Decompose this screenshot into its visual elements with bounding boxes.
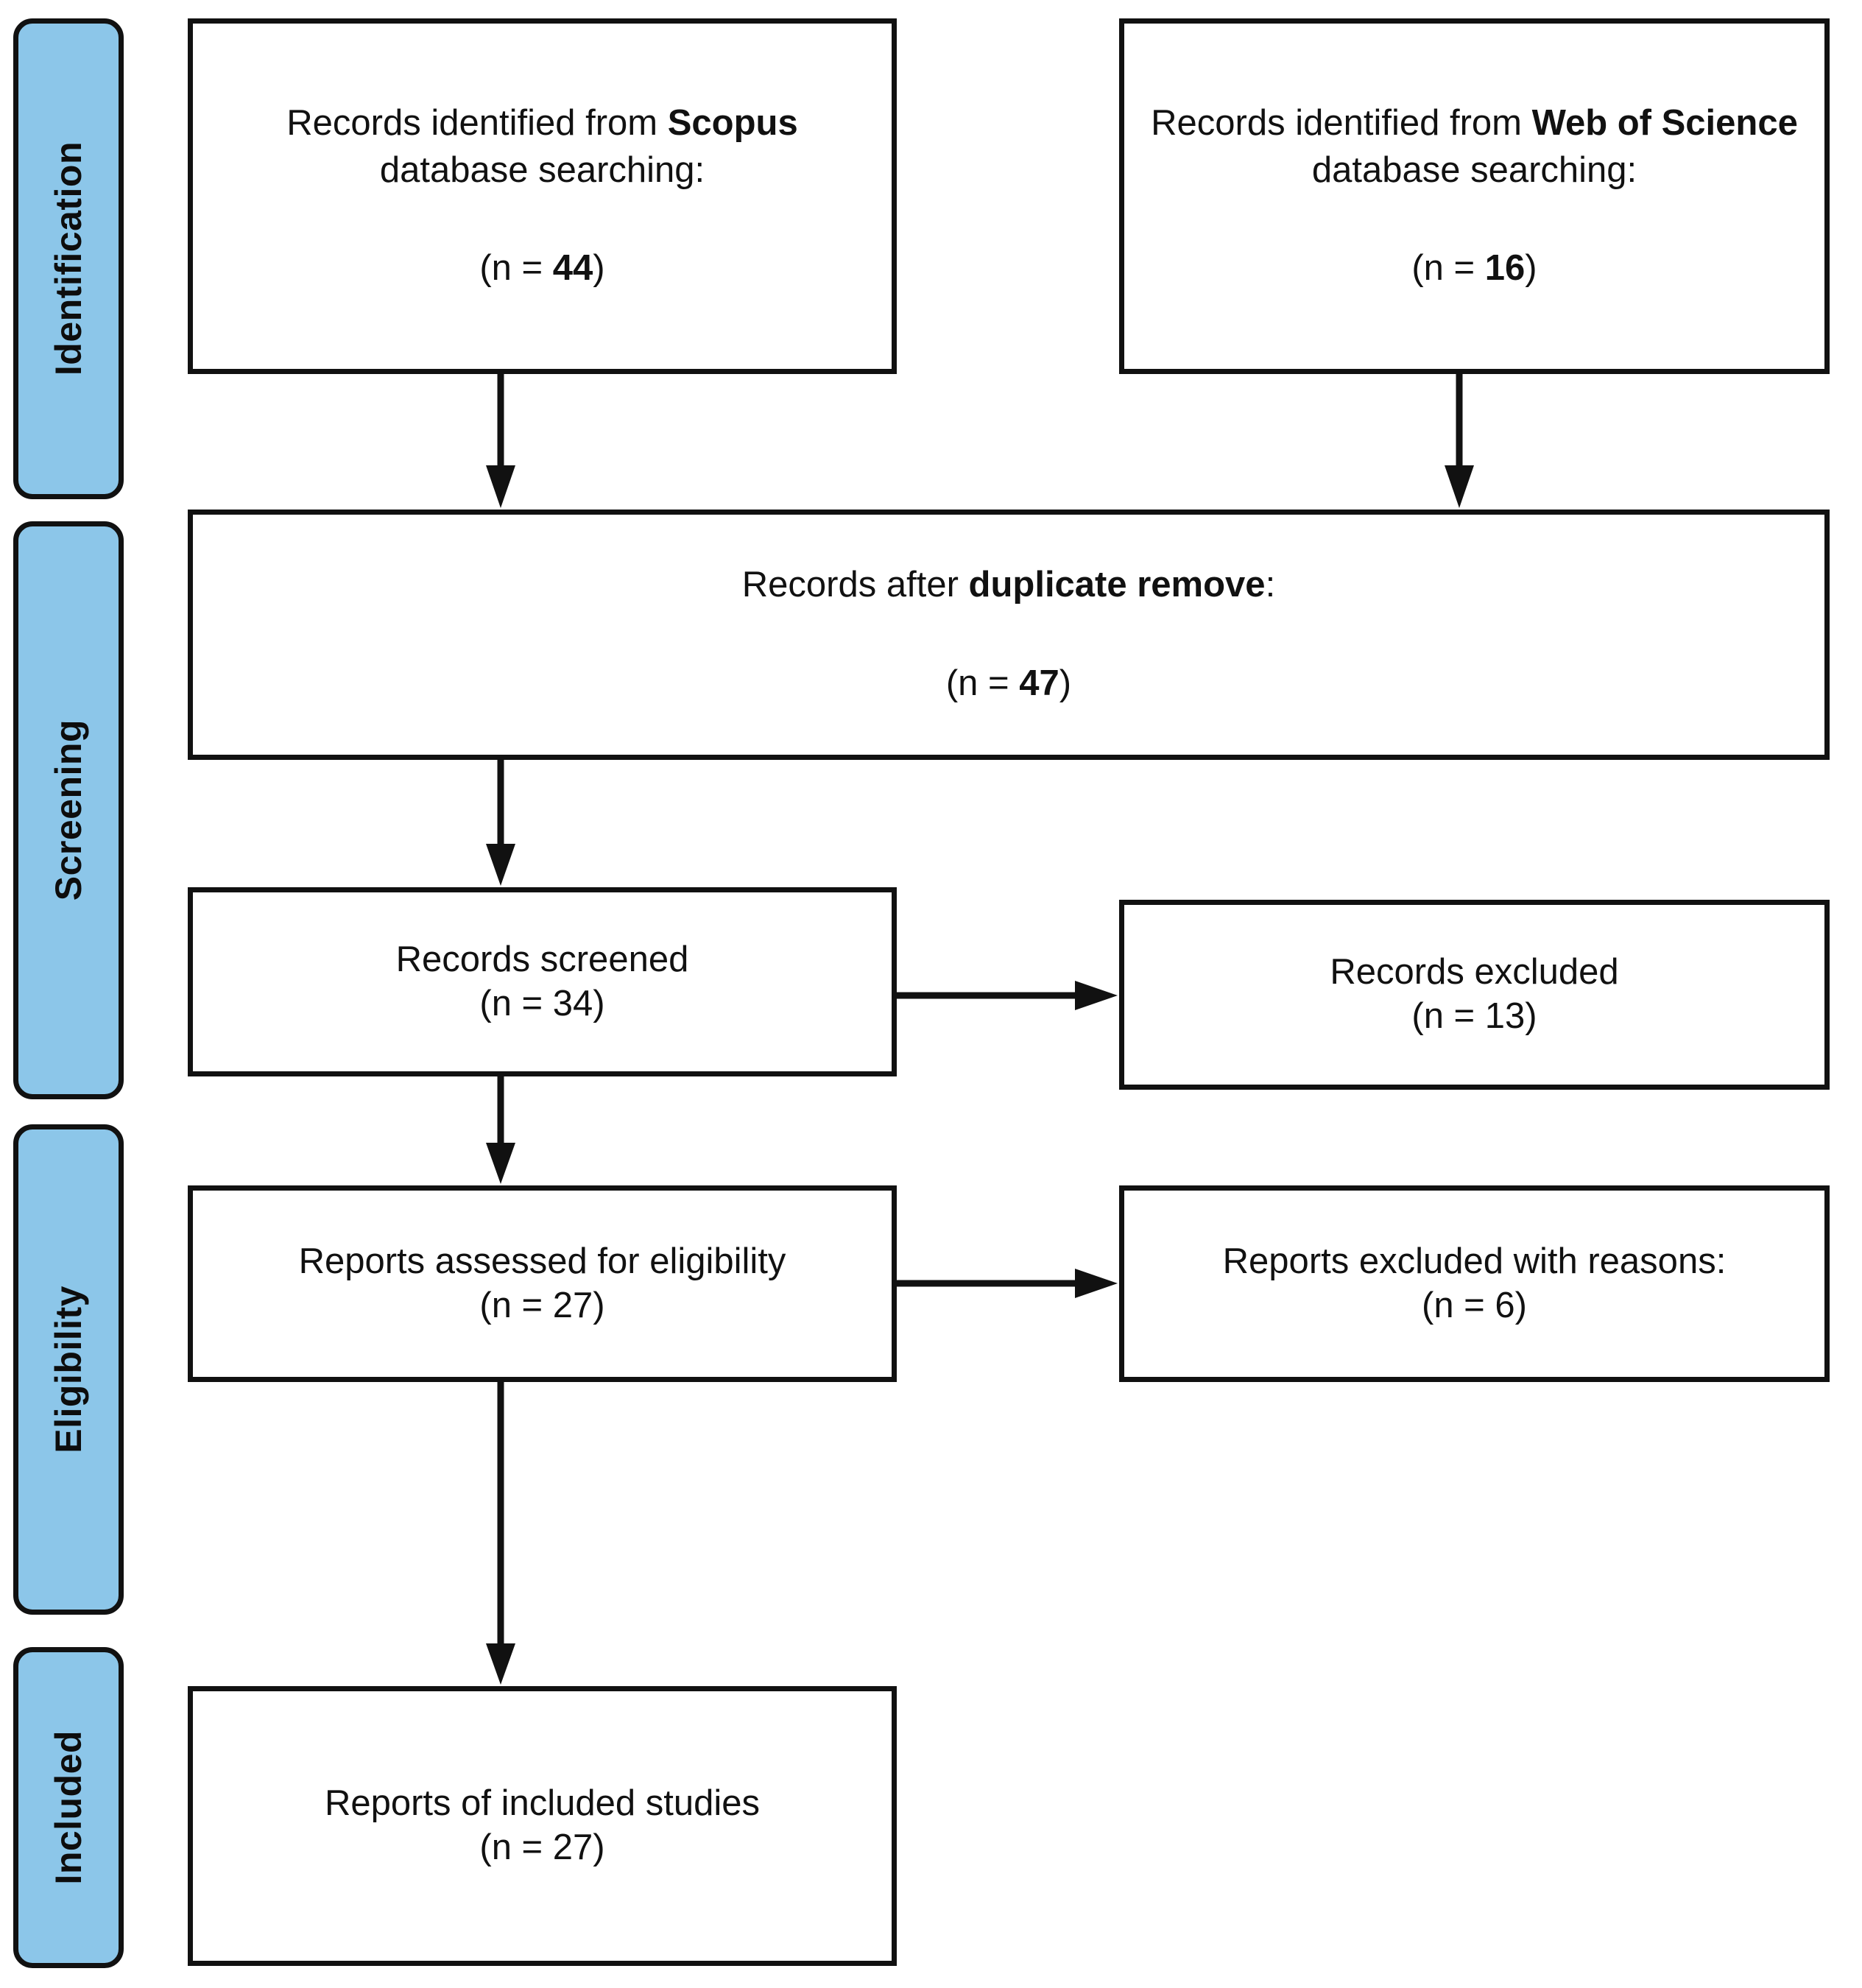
box-records-excluded: Records excluded (n = 13): [1119, 900, 1830, 1090]
stage-label-screening: Screening: [48, 719, 89, 901]
wos-count-value: 16: [1484, 248, 1526, 289]
box-reports-assessed-eligibility: Reports assessed for eligibility (n = 27…: [188, 1185, 897, 1382]
arrow-eligibility-to-included: [486, 1382, 515, 1686]
arrow-scopus-to-duplicates: [486, 374, 515, 510]
wos-count: (n = 16): [1411, 245, 1537, 292]
duplicates-count: (n = 47): [946, 660, 1071, 708]
scopus-source-name: Scopus: [667, 102, 798, 143]
reports-excluded-label: Reports excluded with reasons:: [1222, 1241, 1727, 1281]
duplicates-count-suffix: ): [1059, 663, 1072, 703]
records-excluded-count: (n = 13): [1411, 996, 1537, 1036]
box-reports-excluded: Reports excluded with reasons: (n = 6): [1119, 1185, 1830, 1382]
arrow-screened-to-eligibility: [486, 1076, 515, 1185]
stage-bar-identification: Identification: [13, 18, 124, 499]
stage-label-eligibility: Eligibility: [48, 1286, 89, 1453]
wos-source-name: Web of Science: [1531, 102, 1798, 143]
stage-bar-included: Included: [13, 1647, 124, 1968]
box-wos-records: Records identified from Web of Science d…: [1119, 18, 1830, 374]
wos-count-prefix: (n =: [1411, 248, 1485, 289]
arrow-eligibility-to-reports-excluded: [897, 1269, 1119, 1298]
duplicates-count-value: 47: [1019, 663, 1059, 703]
scopus-text-after: database searching:: [379, 149, 705, 190]
reports-excluded-count: (n = 6): [1422, 1285, 1527, 1325]
included-studies-label: Reports of included studies: [324, 1783, 761, 1824]
stage-bar-eligibility: Eligibility: [13, 1124, 124, 1615]
box-scopus-records: Records identified from Scopus database …: [188, 18, 897, 374]
duplicates-text-bold: duplicate remove: [968, 565, 1266, 605]
scopus-text-before: Records identified from: [286, 102, 668, 143]
stage-label-identification: Identification: [48, 141, 89, 376]
included-studies-count: (n = 27): [479, 1827, 605, 1867]
wos-text-after: database searching:: [1311, 149, 1637, 190]
scopus-count: (n = 44): [479, 245, 604, 292]
eligibility-assessed-count: (n = 27): [479, 1285, 605, 1325]
scopus-count-prefix: (n =: [479, 248, 553, 289]
arrow-duplicates-to-screened: [486, 760, 515, 887]
wos-text-before: Records identified from: [1151, 102, 1532, 143]
duplicates-count-prefix: (n =: [945, 663, 1020, 703]
wos-count-suffix: ): [1525, 248, 1537, 289]
duplicates-text-before: Records after: [741, 565, 969, 605]
screened-count: (n = 34): [479, 983, 605, 1023]
scopus-count-suffix: ): [593, 248, 605, 289]
box-included-studies: Reports of included studies (n = 27): [188, 1686, 897, 1966]
arrow-wos-to-duplicates: [1445, 374, 1474, 510]
screened-label: Records screened: [395, 939, 689, 979]
eligibility-assessed-label: Reports assessed for eligibility: [298, 1241, 786, 1281]
scopus-count-value: 44: [552, 248, 593, 289]
duplicates-text-after: :: [1265, 565, 1276, 605]
wos-label: Records identified from Web of Science d…: [1149, 100, 1799, 194]
box-records-after-duplicates: Records after duplicate remove: (n = 47): [188, 510, 1830, 760]
arrow-screened-to-records-excluded: [897, 981, 1119, 1010]
scopus-label: Records identified from Scopus database …: [218, 100, 867, 194]
stage-bar-screening: Screening: [13, 521, 124, 1099]
stage-label-included: Included: [48, 1730, 89, 1885]
box-records-screened: Records screened (n = 34): [188, 887, 897, 1076]
records-excluded-label: Records excluded: [1330, 952, 1619, 993]
duplicates-label: Records after duplicate remove:: [742, 562, 1275, 609]
